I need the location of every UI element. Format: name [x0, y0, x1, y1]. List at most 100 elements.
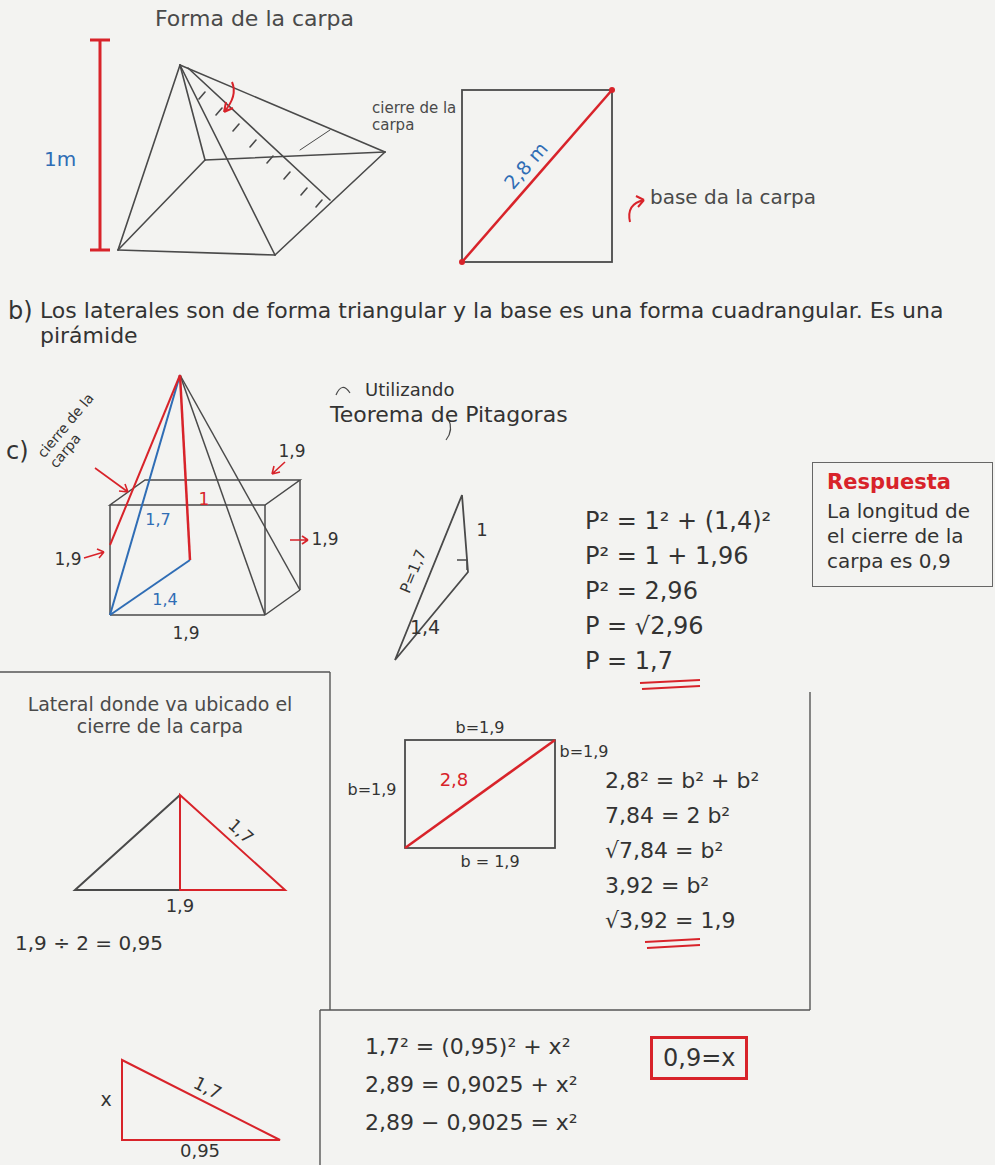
right-triangle — [395, 495, 468, 660]
region-line — [319, 1010, 320, 1165]
box-text: La longitud de el cierre de la carpa es … — [827, 499, 982, 574]
zipper-ticks — [199, 92, 322, 207]
half-diagonal — [110, 560, 190, 615]
annotation: 0,95 — [180, 1141, 220, 1162]
annotation: 1,9 — [54, 550, 81, 570]
annotation: b=1,9 — [559, 743, 608, 761]
triangle-side — [75, 795, 180, 890]
annotation: 1,7² = (0,95)² + x² — [365, 1034, 570, 1059]
pyramid-edge — [180, 65, 275, 255]
annotation: P = √2,96 — [585, 613, 704, 641]
answer-box: Respuesta La longitud de el cierre de la … — [812, 462, 993, 587]
annotation: Los laterales son de forma triangular y … — [40, 298, 970, 349]
annotation: 1,9 — [166, 896, 195, 917]
stroke-mark — [336, 387, 350, 395]
result-box: 0,9=x — [650, 1036, 748, 1080]
annotation: 1 — [476, 520, 487, 541]
pyramid-edge — [180, 375, 265, 615]
double-underline — [640, 680, 700, 689]
region-line — [0, 671, 330, 672]
diagonal — [462, 90, 612, 262]
height-cap — [90, 39, 110, 42]
annotation: 1 — [199, 490, 210, 510]
box-edge — [110, 614, 265, 616]
region-line — [809, 692, 810, 1010]
annotation: 1,7 — [190, 1072, 225, 1103]
annotation: Lateral donde va ubicado el cierre de la… — [20, 694, 300, 738]
annotation: 1,9 — [172, 624, 199, 644]
pyramid-edge — [180, 375, 300, 590]
right-triangle — [122, 1060, 280, 1140]
annotation: cierre de la carpa — [372, 100, 482, 135]
double-underline — [645, 939, 700, 948]
annotation: b) — [8, 298, 33, 326]
pointer-arrow — [95, 468, 128, 492]
pointer-arrow — [84, 549, 104, 558]
zipper-line — [110, 375, 180, 545]
annotation: 1,4 — [152, 591, 177, 609]
box-edge — [265, 590, 300, 615]
annotation: 1,9 — [278, 442, 305, 462]
region-line — [329, 672, 330, 1010]
annotation: √7,84 = b² — [605, 838, 723, 863]
dot — [459, 259, 465, 265]
annotation: 2,89 = 0,9025 + x² — [365, 1072, 578, 1097]
pointer-arrow — [272, 462, 285, 474]
base-edge — [275, 152, 385, 255]
base-square — [462, 90, 612, 262]
zipper-line — [188, 68, 330, 200]
tent-pyramid — [118, 65, 385, 255]
annotation: Teorema de Pitagoras — [330, 402, 568, 427]
region-line — [320, 1009, 810, 1010]
annotation: 2,8² = b² + b² — [605, 768, 759, 793]
height-line — [99, 40, 102, 250]
pointer-arrow — [224, 82, 234, 112]
annotation: 2,8 m — [500, 138, 552, 194]
annotation: √3,92 = 1,9 — [605, 908, 735, 933]
half-triangle — [180, 795, 285, 890]
annotation: P² = 1² + (1,4)² — [585, 508, 771, 536]
base-edge — [205, 152, 385, 160]
annotation: 2,8 — [440, 770, 469, 791]
box-heading: Respuesta — [827, 469, 982, 495]
annotation: c) — [6, 438, 29, 466]
box-text: 0,9=x — [663, 1043, 735, 1073]
base-edge — [118, 250, 275, 255]
annotation: Utilizando — [365, 380, 455, 401]
dot — [609, 87, 615, 93]
annotation: 1,7 — [145, 511, 170, 529]
annotation: P² = 2,96 — [585, 578, 698, 606]
annotation: 7,84 = 2 b² — [605, 803, 730, 828]
region-borders — [0, 672, 810, 1165]
height-bar — [90, 40, 110, 250]
pyramid-edge — [118, 65, 180, 250]
base-square — [405, 740, 555, 848]
box-edge — [299, 480, 301, 590]
annotation: 1,9 — [311, 530, 338, 550]
annotation: P=1,7 — [397, 548, 430, 597]
pointer-arrow — [629, 196, 644, 222]
pyramid-edge — [180, 65, 385, 152]
diagonal — [405, 740, 555, 848]
height-line — [180, 375, 190, 560]
lateral-triangle — [75, 795, 285, 890]
base-edge — [118, 160, 205, 250]
annotation: P = 1,7 — [585, 648, 673, 676]
annotation: x — [100, 1089, 111, 1111]
annotation: 1,7 — [224, 816, 257, 849]
annotation: b=1,9 — [455, 719, 504, 737]
annotation: 2,89 − 0,9025 = x² — [365, 1110, 578, 1135]
annotation: b = 1,9 — [460, 853, 519, 871]
slant-height — [110, 375, 180, 615]
pyramid-in-box — [110, 375, 300, 615]
annotation: 1,4 — [410, 617, 440, 639]
annotation: b=1,9 — [347, 781, 396, 799]
annotation: Forma de la carpa — [155, 6, 354, 31]
leader-line — [300, 130, 330, 150]
annotation: 1m — [44, 148, 76, 171]
pointer-arrow — [290, 536, 308, 544]
height-cap — [90, 249, 110, 252]
annotation: 1,9 ÷ 2 = 0,95 — [15, 932, 163, 955]
annotation: 3,92 = b² — [605, 873, 709, 898]
